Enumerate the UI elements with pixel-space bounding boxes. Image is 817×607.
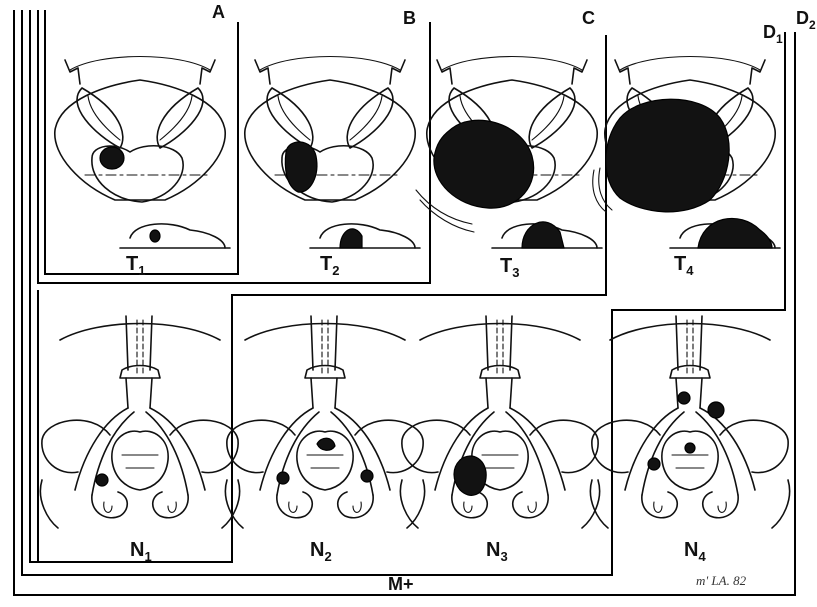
node-n1	[96, 474, 108, 486]
frame-stage-d2	[14, 10, 795, 595]
metastasis-label: M+	[388, 574, 414, 594]
tumor-t1-profile	[150, 230, 160, 242]
tumor-t2	[285, 142, 317, 192]
artist-signature: m' LA. 82	[696, 573, 747, 588]
tumor-t3	[434, 120, 534, 208]
stage-frames	[14, 10, 795, 595]
node-n2-a	[277, 472, 289, 484]
tumor-t2-profile	[340, 229, 362, 248]
bladder-t3-illustration	[416, 57, 602, 249]
node-n2-c	[317, 438, 335, 450]
stage-label-b: B	[403, 8, 416, 28]
node-n3	[454, 456, 486, 495]
stage-label-d1: D1	[763, 22, 783, 46]
t3-label: T3	[500, 255, 519, 280]
stage-label-d2: D2	[796, 8, 816, 32]
stage-label-a: A	[212, 2, 225, 22]
tumor-t3-profile	[522, 222, 564, 248]
pelvis-n2-illustration	[225, 316, 424, 528]
n1-label: N1	[130, 539, 152, 564]
node-n4-a	[678, 392, 690, 404]
tumor-t1	[100, 147, 124, 169]
node-n4-c	[648, 458, 660, 470]
n3-label: N3	[486, 539, 508, 564]
n4-label: N4	[684, 539, 706, 564]
pelvis-n3-illustration	[400, 316, 599, 528]
stage-label-c: C	[582, 8, 595, 28]
frame-stage-d1	[22, 10, 785, 575]
node-n4-d	[685, 443, 695, 453]
bladder-t4-illustration	[593, 57, 780, 249]
node-n2-b	[361, 470, 373, 482]
node-n4-b	[708, 402, 724, 418]
pelvis-n1-illustration	[40, 316, 239, 528]
bladder-t2-illustration	[245, 57, 420, 249]
t4-label: T4	[674, 253, 694, 278]
bladder-t1-illustration	[55, 57, 230, 249]
t2-label: T2	[320, 253, 339, 278]
tumor-t4	[606, 99, 729, 212]
n2-label: N2	[310, 539, 332, 564]
tumor-t4-profile	[698, 218, 772, 248]
pelvis-n4-illustration	[590, 316, 789, 528]
t1-label: T1	[126, 253, 145, 278]
frame-stage-b	[38, 10, 430, 283]
